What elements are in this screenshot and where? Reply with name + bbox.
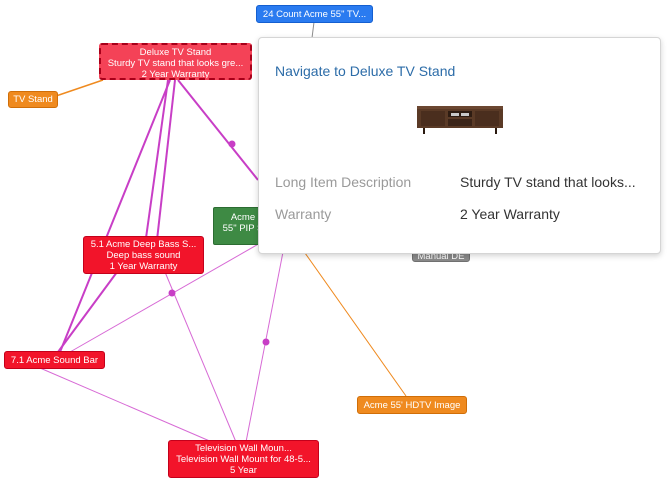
edge-tvstand-to-green[interactable] [177,79,259,181]
node-acme-hdtv-image[interactable]: Acme 55' HDTV Image [357,396,467,414]
node-acme-sound-bar[interactable]: 7.1 Acme Sound Bar [4,351,105,369]
node-24-count-acme-tv[interactable]: 24 Count Acme 55" TV... [256,5,373,23]
node-label: 24 Count Acme 55" TV... [262,9,367,20]
node-label: Acme [230,212,256,223]
node-label: 5.1 Acme Deep Bass S... [90,239,197,250]
edge-handle-dot[interactable] [262,338,270,346]
property-label-warranty: Warranty [275,206,332,222]
node-label: Sturdy TV stand that looks gre... [107,58,244,69]
edge-bass-to-soundbar[interactable] [57,267,121,353]
edge-count-to-popup[interactable] [311,21,315,39]
node-deluxe-tv-stand[interactable]: Deluxe TV Stand Sturdy TV stand that loo… [99,43,252,80]
node-label: Television Wall Moun... [195,443,292,454]
node-label: TV Stand [13,94,53,105]
node-label: Acme 55' HDTV Image [363,400,461,411]
edge-tvstand-to-wallmount[interactable] [156,79,176,241]
property-value-warranty: 2 Year Warranty [460,206,560,222]
edge-handle-dot[interactable] [228,140,236,148]
edge-green-to-wallmount[interactable] [245,251,284,443]
edge-green-to-hdtv[interactable] [304,252,407,397]
node-label: 2 Year Warranty [141,69,210,80]
node-tv-wall-mount[interactable]: Television Wall Moun... Television Wall … [168,440,319,478]
navigate-link[interactable]: Navigate to Deluxe TV Stand [275,63,456,79]
node-label: 1 Year Warranty [109,261,178,272]
edge-tvstand-to-bass[interactable] [145,79,169,239]
property-value-long-description: Sturdy TV stand that looks... [460,174,636,190]
node-label: Manual DE [417,251,465,262]
edge-soundbar-to-wallmount[interactable] [39,367,213,443]
node-tv-stand-tag[interactable]: TV Stand [8,91,58,108]
node-label: 5 Year [230,465,257,476]
tv-stand-image-icon [417,106,503,134]
node-label: 55" PIP S [222,223,264,234]
node-details-popup: Navigate to Deluxe TV Stand Long Item De… [258,37,661,254]
edge-bass-to-wallmount[interactable] [164,271,237,443]
node-label: 7.1 Acme Sound Bar [10,355,99,366]
node-label: Deluxe TV Stand [139,47,212,58]
property-label-long-description: Long Item Description [275,174,412,190]
edge-standtag-to-tvstand[interactable] [55,79,104,97]
edge-handle-dot[interactable] [168,289,176,297]
node-acme-deep-bass[interactable]: 5.1 Acme Deep Bass S... Deep bass sound … [83,236,204,274]
node-label: Television Wall Mount for 48-5... [176,454,311,465]
edge-tvstand-to-soundbar[interactable] [59,79,171,353]
node-label: Deep bass sound [106,250,181,261]
edge-green-to-soundbar[interactable] [69,241,263,353]
